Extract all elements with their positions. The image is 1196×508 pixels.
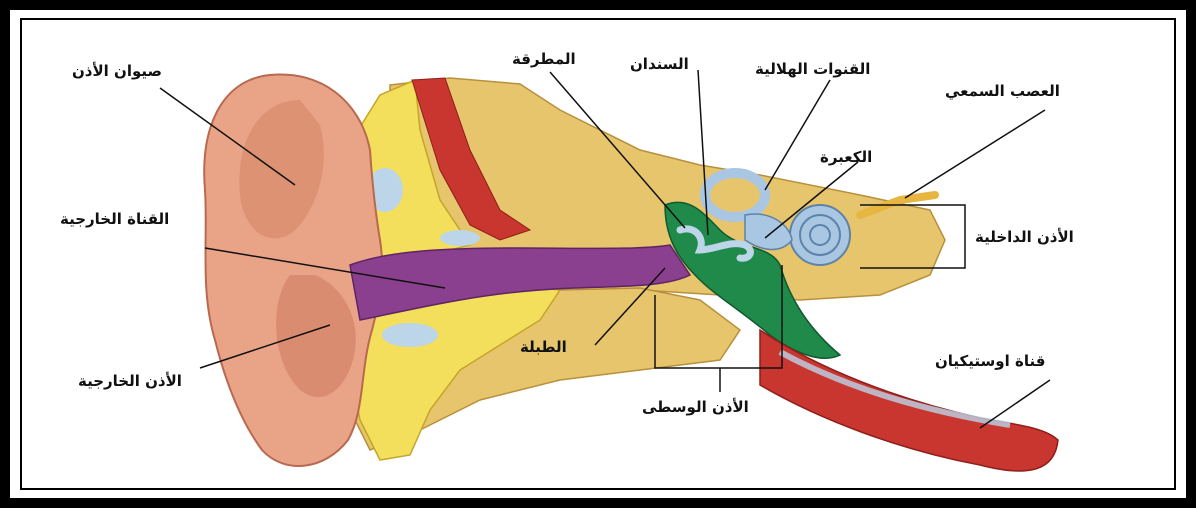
label-eardrum: الطبلة <box>520 338 567 356</box>
cartilage-hole-2 <box>382 323 438 347</box>
label-eustachian-tube: قناة اوستيكيان <box>935 352 1045 370</box>
label-middle-ear: الأذن الوسطى <box>642 398 749 416</box>
leader-semicircular <box>765 80 830 190</box>
label-ear-canal: القناة الخارجية <box>60 210 169 228</box>
label-malleus: المطرقة <box>512 50 576 68</box>
label-auditory-nerve: العصب السمعي <box>945 82 1060 100</box>
label-semicircular-canals: القنوات الهلالية <box>755 60 870 78</box>
label-outer-ear: الأذن الخارجية <box>78 372 182 390</box>
label-inner-ear: الأذن الداخلية <box>975 228 1074 246</box>
label-stapes: الكعبرة <box>820 148 872 166</box>
leader-nerve <box>905 110 1045 198</box>
cartilage-hole-3 <box>440 230 480 246</box>
label-incus: السندان <box>630 55 689 73</box>
leader-eustachian <box>980 380 1050 428</box>
label-pinna: صيوان الأذن <box>72 62 162 80</box>
